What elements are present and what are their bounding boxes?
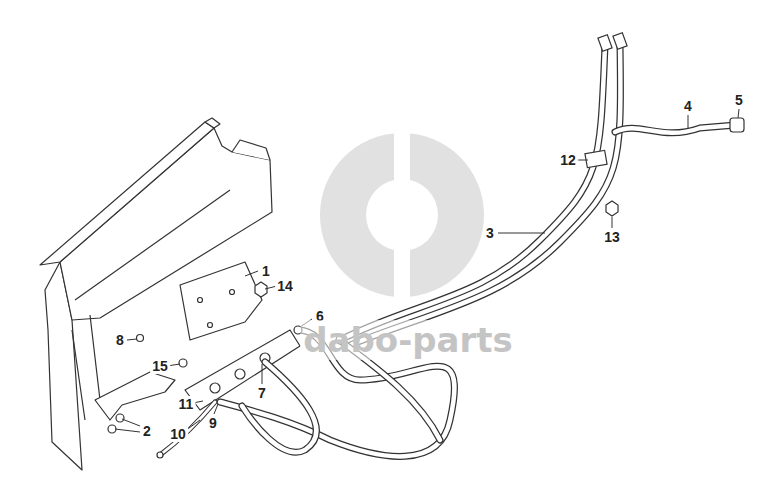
callout-number: 10	[168, 426, 188, 442]
watermark: dabo-parts	[300, 320, 516, 360]
callout-number: 5	[733, 92, 745, 108]
callout-number: 8	[114, 332, 126, 348]
fittings	[157, 33, 744, 458]
brackets	[95, 262, 300, 433]
callout-number: 4	[682, 98, 694, 114]
callout-number: 3	[484, 225, 496, 241]
callout-number: 7	[256, 385, 268, 401]
callout-number: 15	[150, 358, 170, 374]
callout-number: 12	[558, 152, 578, 168]
watermark-logo	[320, 130, 484, 300]
frame	[40, 118, 272, 470]
callout-number: 14	[275, 278, 295, 294]
callout-number: 2	[141, 423, 153, 439]
callout-number: 11	[177, 396, 196, 412]
callout-number: 13	[602, 229, 622, 245]
leader-lines	[115, 109, 739, 432]
hoses	[160, 45, 736, 456]
callout-number: 9	[207, 415, 219, 431]
callout-number: 1	[260, 263, 272, 279]
